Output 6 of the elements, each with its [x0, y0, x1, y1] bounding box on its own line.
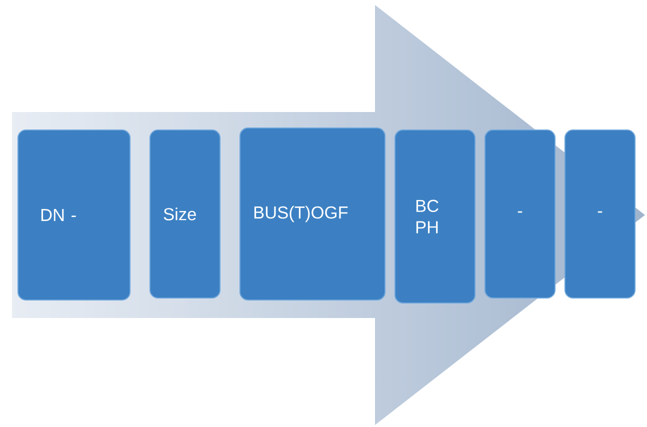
process-box: DN -: [17, 129, 131, 301]
process-box: BUS(T)OGF: [239, 127, 386, 301]
process-box: -: [564, 129, 636, 299]
process-box: Size: [149, 129, 221, 299]
process-box: -: [484, 129, 556, 299]
process-box: BC PH: [394, 129, 476, 304]
